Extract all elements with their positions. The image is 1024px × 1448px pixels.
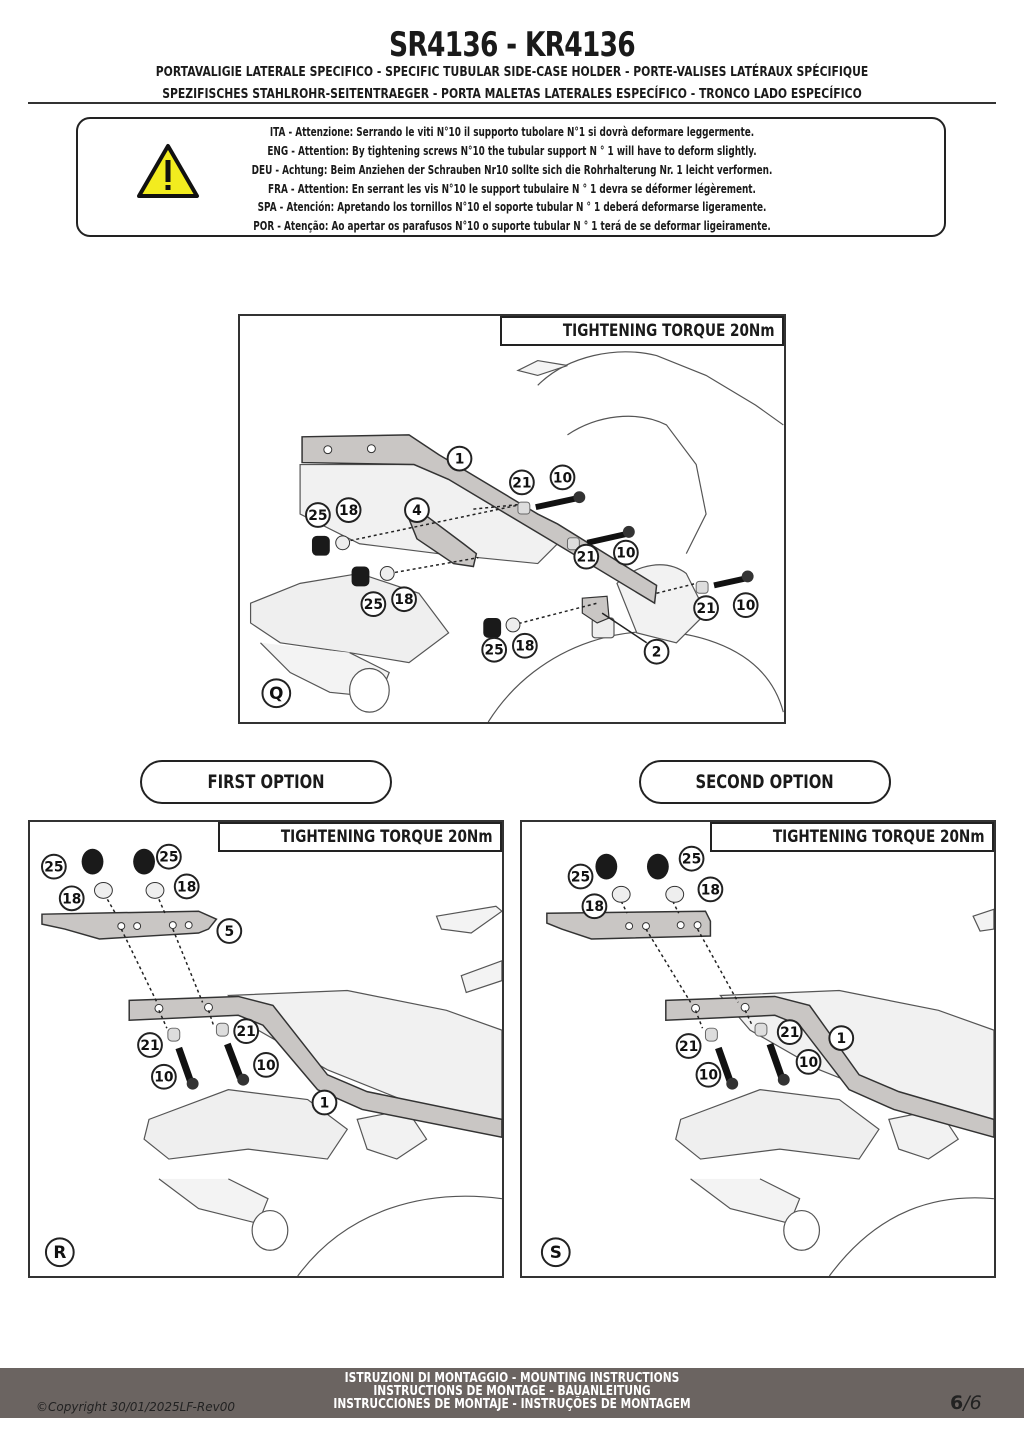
warning-line-fra: FRA - Attention: En serrant les vis N°10… — [268, 182, 756, 196]
callout-25 — [481, 636, 508, 663]
callout-label: 21 — [512, 475, 531, 491]
step-label-s: S — [550, 1242, 562, 1262]
warning-line-ita: ITA - Attenzione: Serrando le viti N°10 … — [269, 125, 755, 139]
callout-label: 25 — [159, 850, 178, 866]
page-number: 6/6 — [950, 1392, 982, 1414]
copyright-text: ©Copyright 30/01/2025LF-Rev00 — [36, 1400, 235, 1414]
callout-group — [261, 445, 759, 709]
torque-text: TIGHTENING TORQUE 20Nm — [280, 827, 492, 847]
torque-label: TIGHTENING TORQUE 20Nm — [217, 822, 502, 852]
callout-10 — [613, 539, 639, 566]
step-q-badge — [261, 678, 292, 709]
callout-label: 18 — [701, 882, 720, 898]
warning-box — [76, 117, 946, 237]
warning-line-deu: DEU - Achtung: Beim Anziehen der Schraub… — [251, 163, 773, 177]
page-total: /6 — [963, 1392, 982, 1414]
callout-label: 25 — [308, 508, 327, 524]
first-option-label: FIRST OPTION — [207, 771, 325, 793]
diagram-panel-s: 25 25 18 18 21 21 1 10 10 S TIGHTENING T… — [520, 820, 996, 1278]
callout-18 — [391, 586, 417, 613]
torque-label: TIGHTENING TORQUE 20Nm — [499, 316, 784, 346]
diagram-panel-r: 25 25 18 18 5 21 21 10 10 1 R TIGHTENING… — [28, 820, 504, 1278]
callout-label: 10 — [154, 1070, 173, 1086]
callout-label: 5 — [224, 924, 234, 940]
callout-label: 25 — [44, 860, 63, 876]
callout-18 — [335, 497, 362, 523]
callout-4 — [404, 497, 430, 523]
callout-label: 25 — [485, 643, 504, 659]
document-title: SR4136 - KR4136 — [389, 25, 636, 65]
callout-label: 1 — [320, 1095, 330, 1111]
torque-text: TIGHTENING TORQUE 20Nm — [562, 321, 774, 341]
callout-25 — [305, 502, 331, 528]
callout-label: 21 — [780, 1025, 799, 1041]
warning-line-eng: ENG - Attention: By tightening screws N°… — [267, 144, 757, 158]
callout-label: 25 — [364, 597, 383, 613]
callout-1 — [446, 445, 473, 472]
callout-2 — [643, 638, 670, 665]
warning-line-por: POR - Atenção: Ao apertar os parafusos N… — [253, 219, 771, 233]
page-current: 6 — [950, 1392, 964, 1414]
step-label-q: Q — [269, 683, 283, 703]
callout-label: 21 — [679, 1039, 698, 1055]
callout-label: 4 — [412, 503, 422, 519]
callout-label: 21 — [140, 1038, 159, 1054]
callout-label: 25 — [682, 852, 701, 868]
subtitle-line-2: SPEZIFISCHES STAHLROHR-SEITENTRAEGER - P… — [162, 86, 862, 102]
callout-label: 18 — [339, 503, 358, 519]
callout-label: 10 — [256, 1058, 275, 1074]
callout-label: 18 — [394, 592, 413, 608]
callout-label: 1 — [836, 1031, 846, 1047]
callout-label: 10 — [699, 1068, 718, 1084]
warning-triangle-icon — [137, 144, 199, 198]
callout-label: 10 — [736, 598, 755, 614]
warning-line-spa: SPA - Atención: Apretando los tornillos … — [257, 200, 767, 214]
callout-21 — [509, 469, 535, 496]
callout-label: 21 — [237, 1024, 256, 1040]
callout-label: 1 — [455, 452, 465, 468]
callout-label: 25 — [571, 869, 590, 885]
callout-label: 2 — [652, 645, 662, 661]
callout-label: 10 — [799, 1055, 818, 1071]
callout-label: 18 — [585, 899, 604, 915]
subtitle-line-1: PORTAVALIGIE LATERALE SPECIFICO - SPECIF… — [155, 64, 869, 80]
diagram-panel-q: 1 21 10 25 18 4 21 10 25 18 21 10 25 18 … — [238, 314, 786, 724]
footer-line-2: INSTRUCTIONS DE MONTAGE - BAUANLEITUNG — [373, 1384, 651, 1399]
callout-10 — [732, 592, 759, 619]
header-divider — [28, 102, 996, 104]
callout-label: 10 — [553, 470, 572, 486]
motorcycle-rear-diagram-q: 1 21 10 25 18 4 21 10 25 18 21 10 25 18 … — [249, 351, 784, 722]
callout-21 — [693, 595, 719, 621]
callout-label: 21 — [696, 601, 715, 617]
callout-10 — [549, 464, 576, 491]
step-label-r: R — [53, 1242, 66, 1262]
callout-25 — [360, 591, 387, 618]
callout-label: 18 — [62, 891, 81, 907]
footer-line-3: INSTRUCCIONES DE MONTAJE - INSTRUÇÕES DE… — [333, 1397, 691, 1412]
footer-line-1: ISTRUZIONI DI MONTAGGIO - MOUNTING INSTR… — [344, 1371, 680, 1386]
footer-bar: ©Copyright 30/01/2025LF-Rev00 ISTRUZIONI… — [0, 1368, 1024, 1418]
callout-18 — [512, 632, 538, 659]
second-option-label: SECOND OPTION — [695, 771, 835, 793]
callout-label: 18 — [177, 879, 196, 895]
callout-label: 21 — [577, 550, 596, 566]
callout-label: 18 — [515, 639, 534, 655]
first-option-header: FIRST OPTION — [140, 760, 392, 804]
torque-text: TIGHTENING TORQUE 20Nm — [772, 827, 984, 847]
torque-label: TIGHTENING TORQUE 20Nm — [709, 822, 994, 852]
second-option-header: SECOND OPTION — [639, 760, 891, 804]
callout-label: 10 — [616, 546, 635, 562]
motorcycle-rear-diagram-s: 25 25 18 18 21 21 1 10 10 S — [540, 845, 994, 1276]
motorcycle-rear-diagram-r: 25 25 18 18 5 21 21 10 10 1 R — [40, 843, 502, 1276]
callout-21 — [573, 543, 600, 570]
